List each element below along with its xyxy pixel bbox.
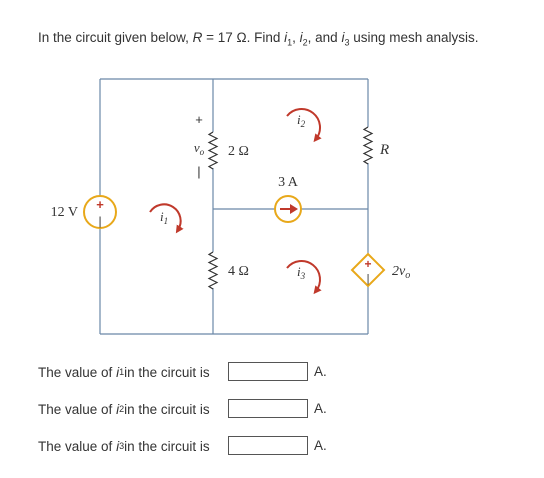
resistor-4-ohm-label: 4 Ω: [228, 264, 249, 279]
dependent-source-label: 2vo: [392, 264, 410, 281]
mesh-i2-label: i2: [297, 112, 306, 129]
vo-label: vo: [194, 140, 205, 157]
separator-2: , and: [307, 30, 342, 45]
answer-i3-sub: 3: [119, 441, 125, 451]
answer-i1-var: i: [116, 364, 120, 380]
dependent-source-plus: +: [364, 257, 371, 271]
i3-subscript: 3: [344, 37, 350, 48]
voltage-source-12v: [83, 195, 117, 229]
current-source-label: 3 A: [278, 175, 299, 190]
mesh-arrow-i1: [149, 203, 184, 234]
answer-i1-input[interactable]: [228, 362, 308, 381]
mesh-arrow-i3: [286, 260, 322, 295]
resistor-r-label: R: [379, 142, 389, 158]
i2-symbol: i: [299, 30, 303, 45]
i1-subscript: 1: [287, 37, 293, 48]
i3-symbol: i: [341, 30, 345, 45]
answer-i2-suffix: in the circuit is: [124, 401, 210, 417]
answer-i2-var: i: [116, 401, 120, 417]
mesh-i3-label: i3: [297, 264, 306, 281]
answer-i1-suffix: in the circuit is: [124, 364, 210, 380]
problem-text-end: using mesh analysis.: [349, 30, 479, 45]
problem-text-start: In the circuit given below,: [38, 30, 193, 45]
answer-i1-prefix: The value of: [38, 364, 113, 380]
answer-i2-unit: A.: [314, 401, 327, 416]
dependent-source-minus: |: [367, 273, 370, 285]
mesh-i1-label: i1: [160, 209, 168, 226]
answer-i2-prefix: The value of: [38, 401, 113, 417]
r-value: = 17 Ω. Find: [202, 30, 285, 45]
vo-minus: |: [197, 164, 200, 179]
vo-plus: +: [195, 112, 203, 127]
i2-subscript: 2: [302, 37, 308, 48]
i1-symbol: i: [284, 30, 288, 45]
answer-i3-input[interactable]: [228, 436, 308, 455]
voltage-source-plus: +: [96, 197, 104, 212]
voltage-source-minus: |: [98, 214, 101, 228]
mesh-arrow-i2: [286, 108, 322, 143]
resistor-4-ohm: [207, 251, 219, 290]
resistor-2-ohm-label: 2 Ω: [228, 144, 249, 159]
r-symbol: R: [192, 30, 203, 45]
answer-i2-input[interactable]: [228, 399, 308, 418]
resistor-2-ohm: [207, 131, 219, 170]
circuit-diagram: + | 12 V 3 A + | 2vo 2 Ω 4 Ω R + vo | i1…: [51, 78, 410, 335]
answer-i3-suffix: in the circuit is: [124, 438, 210, 454]
answer-i3-var: i: [116, 438, 120, 454]
answer-i1-sub: 1: [119, 367, 125, 377]
answer-i3-prefix: The value of: [38, 438, 113, 454]
answer-i2-sub: 2: [119, 404, 125, 414]
resistor-r: [362, 126, 374, 165]
current-source-arrow-icon: [290, 204, 298, 214]
dependent-source-2vo: [350, 252, 386, 288]
separator-1: ,: [292, 30, 300, 45]
answer-i3-unit: A.: [314, 438, 327, 453]
voltage-source-label: 12 V: [51, 205, 78, 220]
problem-statement: In the circuit given below, R = 17 Ω. Fi…: [38, 30, 479, 48]
answer-i1-unit: A.: [314, 364, 327, 379]
